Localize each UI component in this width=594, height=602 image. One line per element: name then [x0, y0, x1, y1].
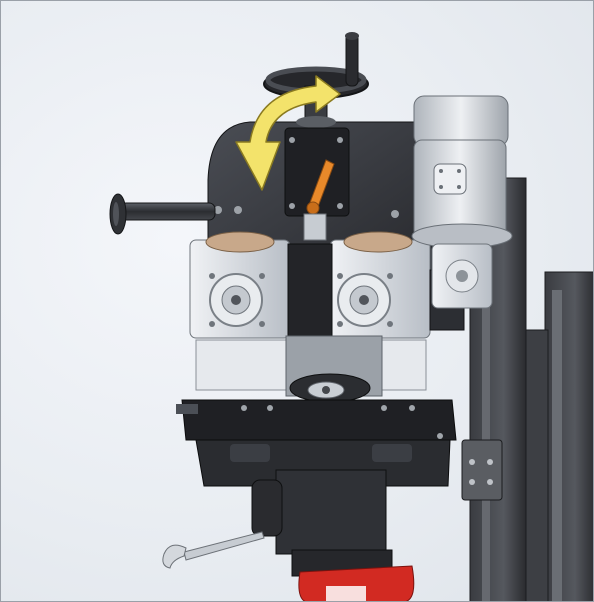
left-gearbox — [189, 231, 291, 391]
rear-column — [461, 177, 594, 602]
adjustment-bracket — [284, 127, 350, 241]
motor — [411, 95, 513, 309]
spindle-housing — [285, 335, 383, 403]
lower-column — [251, 469, 415, 602]
wrench-icon — [162, 531, 265, 569]
side-handle — [109, 193, 216, 235]
rotation-arrow-icon — [235, 75, 341, 191]
